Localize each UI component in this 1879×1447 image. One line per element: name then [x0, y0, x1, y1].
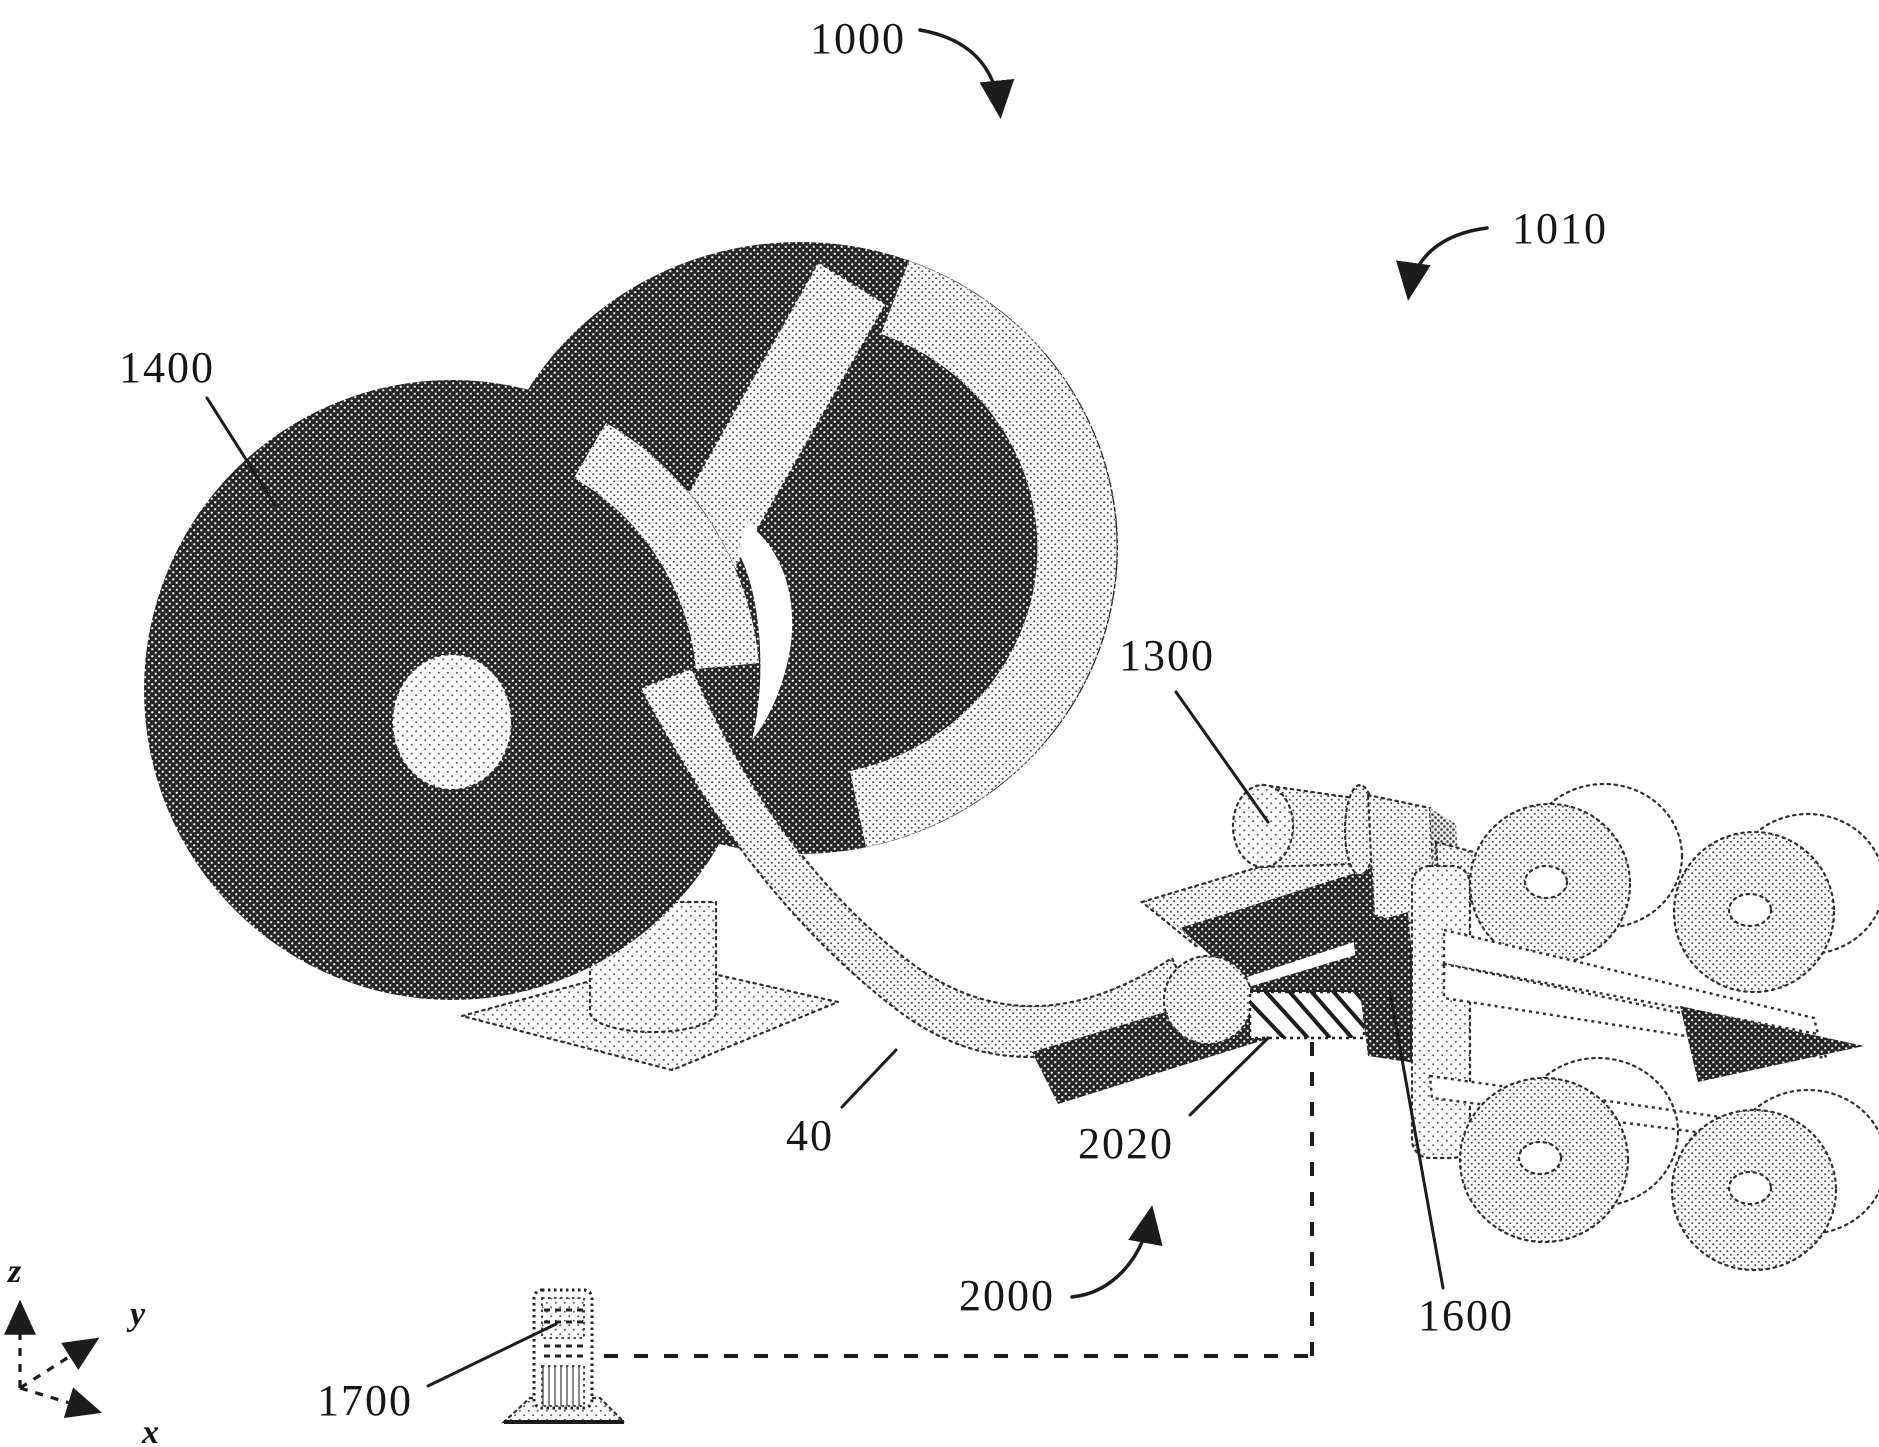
ref-2000: 2000	[959, 1271, 1055, 1320]
front-reel-inner-band	[574, 423, 759, 669]
controller-computer	[501, 1288, 627, 1424]
ref-40: 40	[786, 1111, 834, 1160]
y-axis-label: y	[126, 1296, 146, 1333]
ref-2000-arrow	[1070, 1205, 1163, 1299]
coordinate-axes: z y x	[4, 1253, 159, 1447]
ref-1010: 1010	[1512, 204, 1608, 253]
reel-highlight-sliver	[738, 522, 793, 740]
roller-hub	[1517, 1140, 1563, 1176]
ref-2020-leader	[1188, 1036, 1270, 1117]
front-reel-hub	[390, 652, 514, 792]
motor-end-cap	[1231, 783, 1295, 869]
x-axis-label: x	[141, 1414, 159, 1447]
y-axis	[19, 1337, 100, 1390]
ref-1600: 1600	[1418, 1291, 1514, 1340]
ref-2020: 2020	[1078, 1119, 1174, 1168]
reel-pair	[144, 242, 1118, 1000]
x-axis	[19, 1386, 103, 1418]
idler-roller	[1162, 954, 1254, 1046]
roller-bottom-left	[1458, 1056, 1680, 1244]
control-connection	[604, 1042, 1314, 1358]
z-axis-label: z	[7, 1253, 22, 1290]
ref-1000-arrow	[918, 28, 1015, 119]
roller-top-right	[1672, 812, 1879, 994]
tower-vent-grille	[541, 1365, 585, 1407]
roller-hub	[1727, 1170, 1773, 1206]
nip-block	[1352, 912, 1422, 1064]
roller-rim	[1524, 782, 1684, 930]
ref-1600-leader	[1388, 990, 1445, 1290]
ref-1700: 1700	[317, 1376, 413, 1425]
roller-frame	[1410, 864, 1472, 1160]
web-ribbon	[638, 666, 1194, 1058]
ref-1010-arrow	[1396, 226, 1489, 301]
processing-station	[1032, 783, 1512, 1160]
rear-reel-wound-band	[850, 261, 1117, 847]
web-direction-arrow	[1680, 1006, 1864, 1082]
roller-hub	[1727, 892, 1773, 928]
ref-1400: 1400	[119, 343, 215, 392]
ref-1700-leader	[426, 1322, 558, 1388]
web-strip	[1442, 928, 1820, 1036]
roller-hub	[1523, 864, 1569, 900]
nip-rollers	[1428, 782, 1879, 1272]
ref-1300-leader	[1174, 690, 1270, 824]
roller-top-left	[1468, 782, 1684, 966]
ref-1000: 1000	[810, 14, 906, 63]
reference-callouts: 1000 1010 1400 1300 40 2020 2000 1700 16…	[119, 14, 1608, 1425]
tower-bay-slots	[544, 1308, 584, 1358]
tower-base	[501, 1396, 627, 1424]
roller-rim	[1728, 1088, 1879, 1236]
ref-40-leader	[840, 1048, 898, 1109]
ref-1300: 1300	[1119, 631, 1215, 680]
ref-1400-leader	[205, 396, 277, 507]
roller-bottom-right	[1670, 1088, 1879, 1272]
tower-drive-bay	[541, 1297, 585, 1339]
treatment-zone-box	[1248, 990, 1366, 1040]
